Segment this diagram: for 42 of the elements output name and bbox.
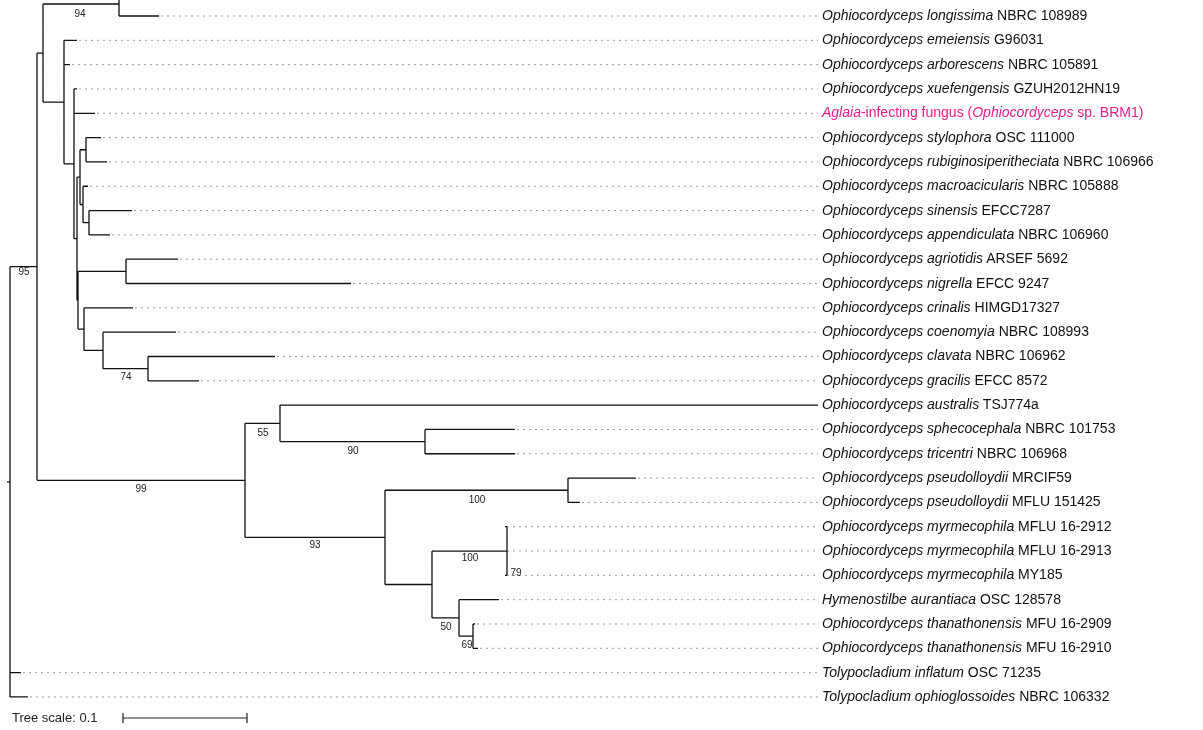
taxon-label: Ophiocordyceps crinalis HIMGD17327 xyxy=(822,300,1061,316)
taxon-label: Ophiocordyceps pseudolloydii MRCIF59 xyxy=(822,470,1072,486)
taxon-label: Aglaia-infecting fungus (Ophiocordyceps sp. BRM1) xyxy=(822,105,1144,121)
taxon-label: Ophiocordyceps australis TSJ774a xyxy=(822,397,1039,413)
bootstrap-value: 79 xyxy=(510,566,522,578)
taxon-label: Ophiocordyceps myrmecophila MFLU 16-2912 xyxy=(822,519,1112,535)
taxon-label: Tolypocladium inflatum OSC 71235 xyxy=(822,664,1041,681)
taxon-label: Ophiocordyceps sphecocephala NBRC 101753 xyxy=(822,421,1116,438)
bootstrap-value: 90 xyxy=(347,444,359,456)
taxon-label: Ophiocordyceps sinensis EFCC7287 xyxy=(822,202,1051,219)
taxon-label: Ophiocordyceps coenomyia NBRC 108993 xyxy=(822,324,1089,340)
taxon-label: Ophiocordyceps thanathonensis MFU 16-2910 xyxy=(822,640,1112,656)
taxon-label: Ophiocordyceps appendiculata NBRC 106960 xyxy=(822,227,1109,243)
taxon-label: Ophiocordyceps longissima NBRC 108989 xyxy=(822,8,1088,24)
bootstrap-value: 93 xyxy=(309,538,321,550)
bootstrap-value: 99 xyxy=(135,482,147,494)
taxon-label: Ophiocordyceps clavata NBRC 106962 xyxy=(822,348,1066,365)
taxon-label: Ophiocordyceps pseudolloydii MFLU 151425 xyxy=(822,494,1101,511)
scale-label: Tree scale: 0.1 xyxy=(12,710,98,726)
taxon-label: Ophiocordyceps agriotidis ARSEF 5692 xyxy=(822,251,1068,267)
bootstrap-value: 69 xyxy=(461,638,473,650)
taxon-label: Ophiocordyceps emeiensis G96031 xyxy=(822,32,1044,48)
taxon-label: Ophiocordyceps tricentri NBRC 106968 xyxy=(822,446,1068,462)
bootstrap-value: 100 xyxy=(461,551,479,563)
bootstrap-value: 94 xyxy=(74,7,86,19)
bootstrap-value: 74 xyxy=(120,370,132,382)
bootstrap-value: 55 xyxy=(257,426,269,438)
taxon-label: Hymenostilbe aurantiaca OSC 128578 xyxy=(822,592,1061,608)
taxon-label: Tolypocladium ophioglossoides NBRC 106332 xyxy=(822,689,1110,705)
taxon-label: Ophiocordyceps myrmecophila MFLU 16-2913 xyxy=(822,543,1112,559)
taxon-label: Ophiocordyceps thanathonensis MFU 16-2909 xyxy=(822,616,1112,632)
taxon-label: Ophiocordyceps myrmecophila MY185 xyxy=(822,567,1063,584)
taxon-label: Ophiocordyceps macroacicularis NBRC 105888 xyxy=(822,178,1119,194)
bootstrap-value: 50 xyxy=(440,620,452,632)
taxon-label: Ophiocordyceps stylophora OSC 111000 xyxy=(822,129,1075,146)
taxon-label: Ophiocordyceps nigrella EFCC 9247 xyxy=(822,275,1050,292)
taxon-label: Ophiocordyceps rubiginosiperitheciata NBRC 106966 xyxy=(822,154,1154,170)
bootstrap-value: 95 xyxy=(18,265,30,277)
taxon-label: Ophiocordyceps xuefengensis GZUH2012HN19 xyxy=(822,81,1121,97)
taxon-label: Ophiocordyceps gracilis EFCC 8572 xyxy=(822,373,1048,389)
bootstrap-value: 100 xyxy=(468,493,486,505)
taxon-label: Ophiocordyceps arborescens NBRC 105891 xyxy=(822,56,1099,73)
